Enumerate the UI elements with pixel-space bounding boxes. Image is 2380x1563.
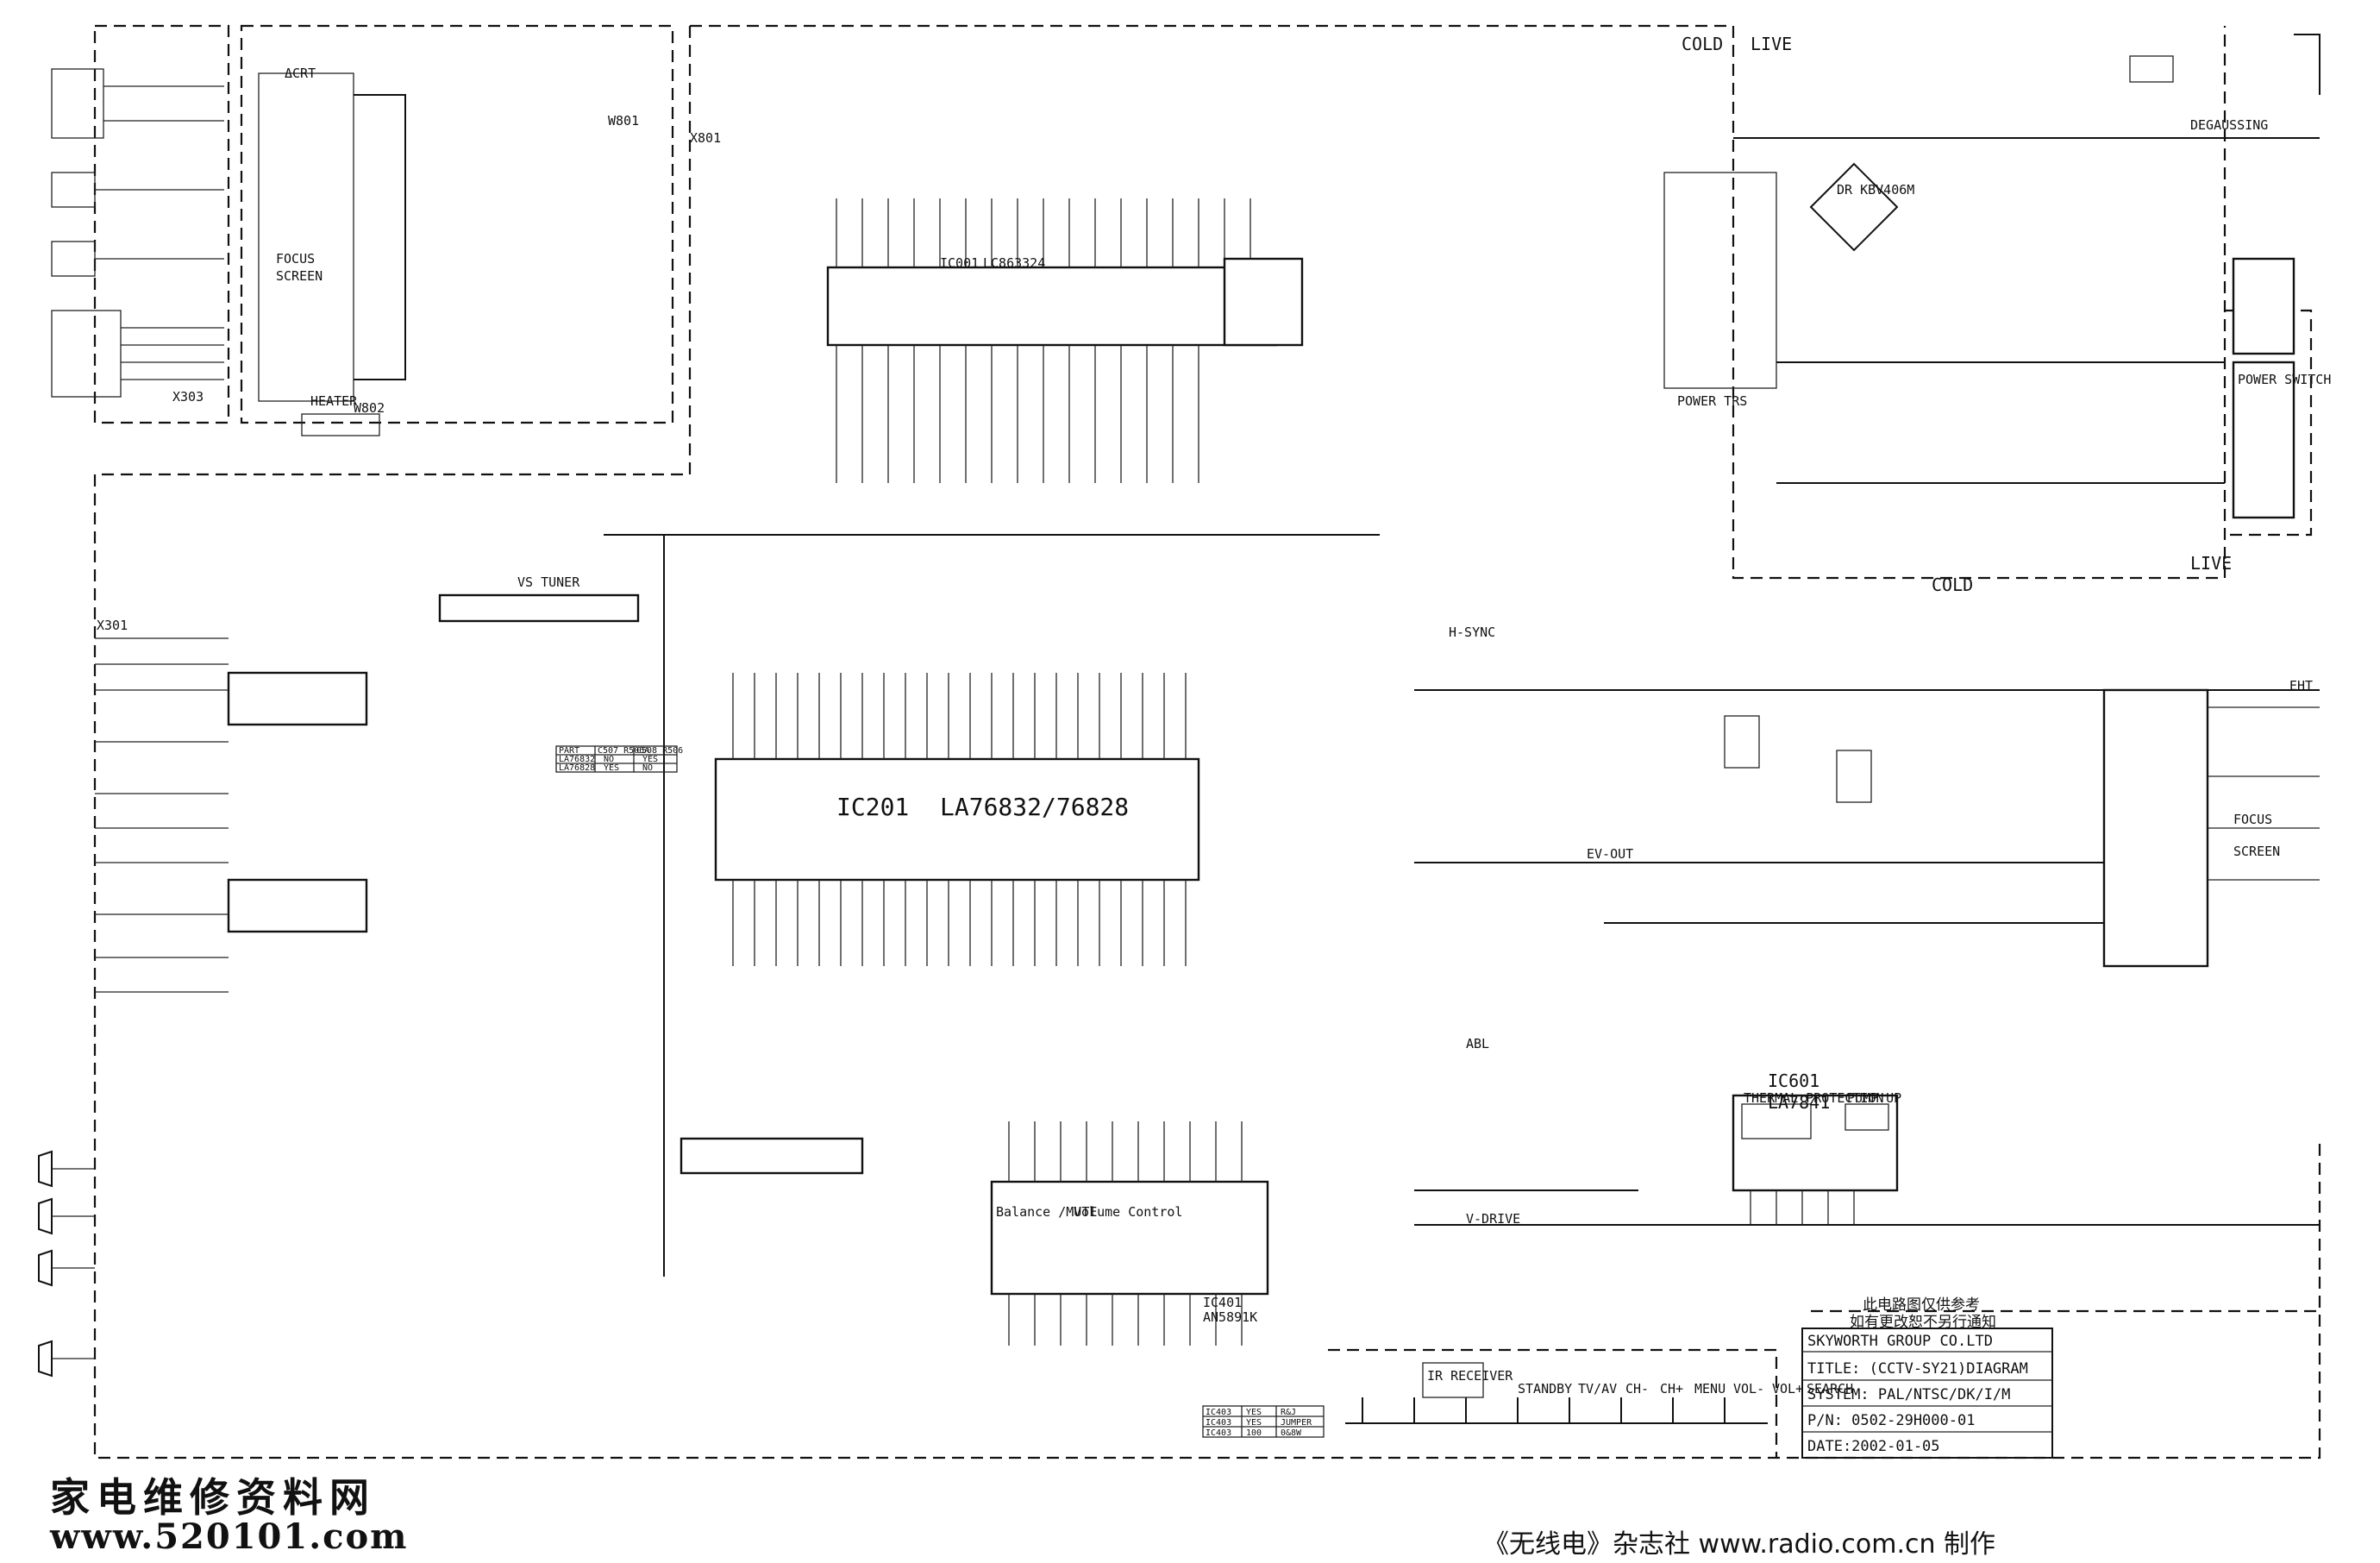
power-trs-label: POWER TRS (1677, 393, 1747, 409)
speakers (38, 1150, 95, 1378)
jumper-r2c2: 0&8W (1281, 1428, 1302, 1438)
tb-date: DATE:2002-01-05 (1807, 1438, 1940, 1455)
balance-label: Balance /MUTE (996, 1204, 1097, 1220)
watermark-chinese: 家电维修资料网 (50, 1474, 376, 1521)
jumper-r0c0: IC403 (1206, 1408, 1231, 1417)
jumper-r0c2: R&J (1281, 1408, 1296, 1417)
input-jacks (51, 68, 224, 398)
bridge-label: DR KBV406M (1837, 182, 1914, 198)
boundary-lines (93, 24, 2321, 1459)
region-live-top: LIVE (1751, 34, 1792, 54)
key-vol-plus: VOL+ (1772, 1381, 1803, 1397)
key-ch-plus: CH+ (1660, 1381, 1683, 1397)
ic001-mcu (826, 198, 1304, 483)
ir-receiver-label: IR RECEIVER (1427, 1368, 1513, 1384)
w801-label: W801 (608, 113, 639, 129)
screen-label-crt: SCREEN (276, 268, 323, 284)
part-table-r0c1: NO (604, 755, 614, 764)
jumper-r2c0: IC403 (1206, 1428, 1231, 1438)
jumper-table: IC403 YES R&J IC403 YES JUMPER IC403 100… (1202, 1405, 1325, 1438)
w802-label: W802 (354, 400, 385, 416)
ic601-ref: IC601 (1768, 1070, 1819, 1091)
jumper-r1c2: JUMPER (1281, 1418, 1312, 1428)
part-table-r1c0: LA76828 (559, 763, 595, 773)
tuner-label: VS TUNER (517, 574, 580, 590)
power-supply (1663, 34, 2320, 519)
eht-label: EHT (2289, 678, 2313, 694)
part-table-r0c0: LA76832 (559, 755, 595, 764)
ic601-vertical (1414, 1094, 2320, 1226)
part-table-h1: C507 R506A (598, 746, 649, 756)
screen-label-fbt: SCREEN (2233, 844, 2280, 859)
part-table-r1c1: YES (604, 763, 619, 773)
x303-label: X303 (172, 389, 204, 405)
notice-line1: 此电路图仅供参考 (1863, 1296, 1980, 1314)
key-ch-minus: CH- (1625, 1381, 1649, 1397)
part-table-h2: C508 R506 (636, 746, 683, 756)
ic401-ref: IC401 (1203, 1295, 1242, 1310)
ic401-audio (680, 1121, 1269, 1346)
h-sync-label: H-SYNC (1449, 625, 1495, 640)
title-block-frame (1801, 1328, 2053, 1459)
ic201-part: LA76832/76828 (940, 793, 1129, 821)
jumper-r2c1: 100 (1246, 1428, 1262, 1438)
power-switch-label: POWER SWITCH (2238, 372, 2331, 387)
ic601-part: LA7841 (1768, 1092, 1830, 1113)
region-cold-bottom: COLD (1932, 574, 1973, 595)
flyback-section (1414, 688, 2320, 968)
notice-line2: 如有更改恕不另行通知 (1850, 1314, 1996, 1331)
ic201-jungle (604, 534, 1380, 1277)
heater-label: HEATER (310, 393, 358, 409)
ic001-ref: IC001 (940, 255, 979, 271)
key-menu: MENU (1694, 1381, 1726, 1397)
pump-label: PUMP UP (1847, 1090, 1901, 1106)
tb-company: SKYWORTH GROUP CO.LTD (1807, 1333, 1993, 1350)
key-vol-minus: VOL- (1733, 1381, 1764, 1397)
part-table-r1c2: NO (642, 763, 653, 773)
key-tv-av: TV/AV (1578, 1381, 1617, 1397)
ev-out-label: EV-OUT (1587, 846, 1633, 862)
region-live-bottom: LIVE (2190, 553, 2232, 574)
region-cold-top: COLD (1682, 34, 1723, 54)
jumper-r1c1: YES (1246, 1418, 1262, 1428)
watermark-url: www.520101.com (50, 1516, 409, 1557)
tb-title: TITLE: (CCTV-SY21)DIAGRAM (1807, 1360, 2028, 1378)
crt-block (258, 72, 406, 436)
key-standby: STANDBY (1518, 1381, 1572, 1397)
publisher-credit: 《无线电》杂志社 www.radio.com.cn 制作 (1483, 1529, 1996, 1560)
tb-pn: P/N: 0502-29H000-01 (1807, 1412, 1975, 1429)
crt-label: ΔCRT (285, 66, 316, 81)
focus-label: FOCUS (276, 251, 315, 267)
keypad (1345, 1362, 1768, 1424)
x801-label: X801 (690, 130, 721, 146)
abl-label: ABL (1466, 1036, 1489, 1051)
focus-label-fbt: FOCUS (2233, 812, 2272, 827)
x301-label: X301 (97, 618, 128, 633)
volume-label: Volume Control (1074, 1204, 1182, 1220)
part-table: PART C507 R506A C508 R506 LA76832 NO YES… (555, 745, 683, 773)
part-table-h0: PART (559, 746, 579, 756)
key-search: SEARCH (1807, 1381, 1853, 1397)
v-drive-label: V-DRIVE (1466, 1211, 1520, 1227)
av-switch-ics (95, 593, 640, 993)
ic401-part: AN5891K (1203, 1309, 1257, 1325)
tb-system: SYSTEM: PAL/NTSC/DK/I/M (1807, 1386, 2010, 1403)
jumper-r1c0: IC403 (1206, 1418, 1231, 1428)
ic201-ref: IC201 (836, 793, 909, 821)
jumper-r0c1: YES (1246, 1408, 1262, 1417)
degaussing-label: DEGAUSSING (2190, 117, 2268, 133)
thermal-label: THERMAL PROTECTION (1744, 1090, 1884, 1106)
part-table-r0c2: YES (642, 755, 658, 764)
ic001-part: LC863324 (983, 255, 1045, 271)
